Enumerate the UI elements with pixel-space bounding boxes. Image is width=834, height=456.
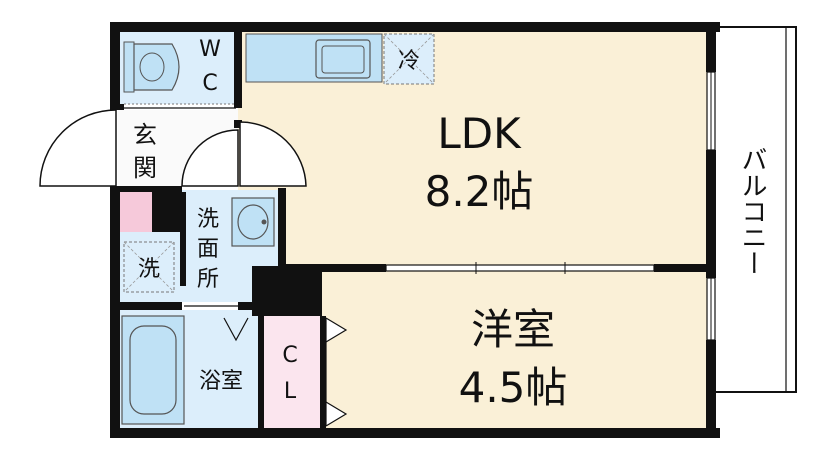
balcony-label: バルコニー: [737, 146, 767, 276]
entrance-label-line2: 関: [133, 154, 157, 182]
western-room-size: 4.5帖: [459, 363, 568, 412]
washer-space: [123, 241, 175, 293]
balcony-floor: [712, 30, 794, 392]
kitchen-sink-icon: [315, 39, 371, 79]
fridge-label: 冷: [398, 49, 420, 74]
washroom-label-line2: 面: [197, 237, 219, 262]
entrance-floor: [118, 110, 180, 186]
entrance-label-line1: 玄: [133, 121, 157, 149]
wc-label-line1: W: [199, 37, 221, 62]
fridge-space: [383, 33, 435, 85]
ldk-size: 8.2帖: [425, 167, 534, 216]
closet-label-line2: L: [284, 379, 297, 404]
western-room-floor: [322, 268, 708, 430]
washer-label: 洗: [138, 257, 160, 282]
bath-label: 浴室: [199, 369, 243, 394]
wc-label-line2: C: [202, 71, 217, 96]
front-door: [39, 109, 117, 187]
bath-door: [184, 305, 249, 342]
closet-door: [325, 317, 348, 427]
washroom-label-line1: 洗: [197, 207, 219, 232]
western-room-name: 洋室: [471, 305, 555, 354]
washroom-door: [181, 129, 239, 187]
washroom-label-line3: 所: [197, 267, 219, 292]
bathtub-icon: [121, 315, 185, 425]
shoe-box-fill: [118, 192, 152, 232]
closet-floor: [262, 316, 322, 430]
walls: [110, 22, 720, 438]
balcony-outline: [716, 26, 797, 393]
window-western: [706, 277, 716, 341]
closet-label-line1: C: [282, 343, 297, 368]
ldk-door: [239, 121, 307, 187]
washbasin-icon: [231, 197, 275, 247]
window-ldk: [706, 71, 716, 151]
ldk-name: LDK: [437, 109, 522, 158]
sliding-partition: [385, 262, 655, 274]
toilet-icon: [123, 41, 180, 93]
